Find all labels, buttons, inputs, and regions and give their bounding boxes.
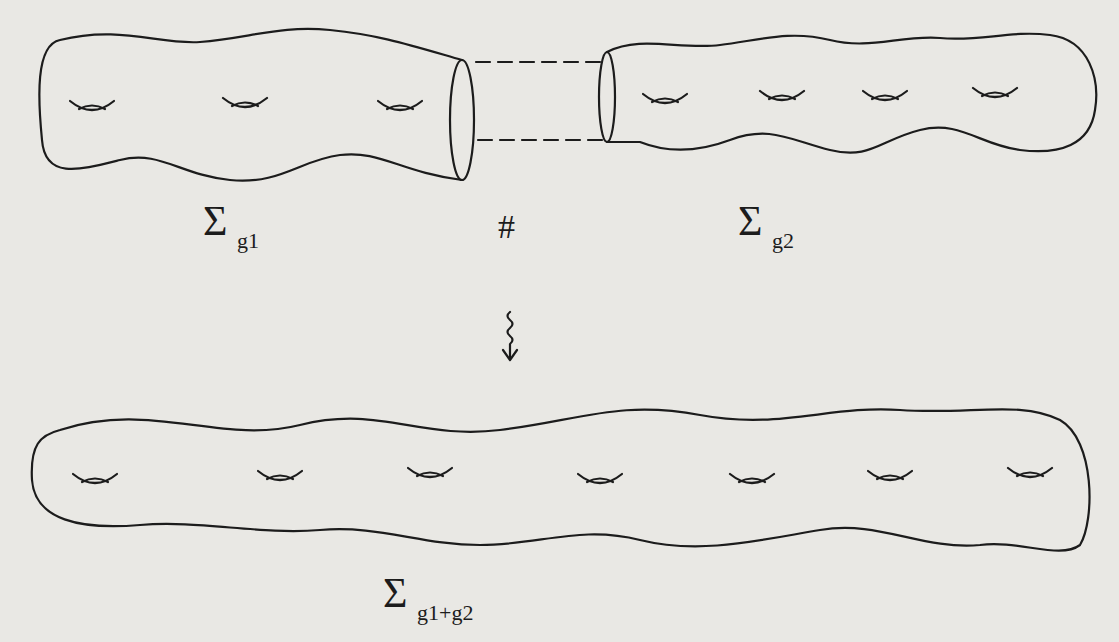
handle-hole: [868, 471, 912, 480]
surface-outline: [32, 409, 1090, 550]
surface-outline: [607, 34, 1096, 153]
surface-symbol: Σ: [738, 200, 762, 242]
handle-hole: [863, 91, 907, 100]
handle-hole: [730, 474, 774, 483]
genus-subscript: g1: [237, 230, 259, 252]
connected-sum-sign: #: [498, 210, 515, 244]
handle-hole: [223, 98, 267, 107]
handle-hole: [70, 101, 114, 110]
diffeomorphism-arrow: [508, 312, 513, 358]
handle-hole: [73, 474, 117, 483]
handle-hole: [258, 471, 302, 480]
surface-outline: [39, 29, 462, 181]
genus-subscript: g1+g2: [417, 602, 473, 624]
surface-symbol: Σ: [383, 572, 407, 614]
surface-symbol: Σ: [203, 200, 227, 242]
cut-circle: [599, 52, 615, 142]
handle-hole: [973, 88, 1017, 97]
arrow-head: [503, 350, 517, 360]
tube-line: [478, 139, 603, 141]
genus-subscript: g2: [772, 230, 794, 252]
handle-hole: [578, 474, 622, 483]
handle-hole: [760, 91, 804, 100]
cut-circle: [450, 60, 474, 180]
handle-hole: [378, 101, 422, 110]
handle-hole: [643, 94, 687, 103]
handle-hole: [1008, 468, 1052, 477]
handle-hole: [408, 468, 452, 477]
tube-line: [476, 61, 603, 63]
